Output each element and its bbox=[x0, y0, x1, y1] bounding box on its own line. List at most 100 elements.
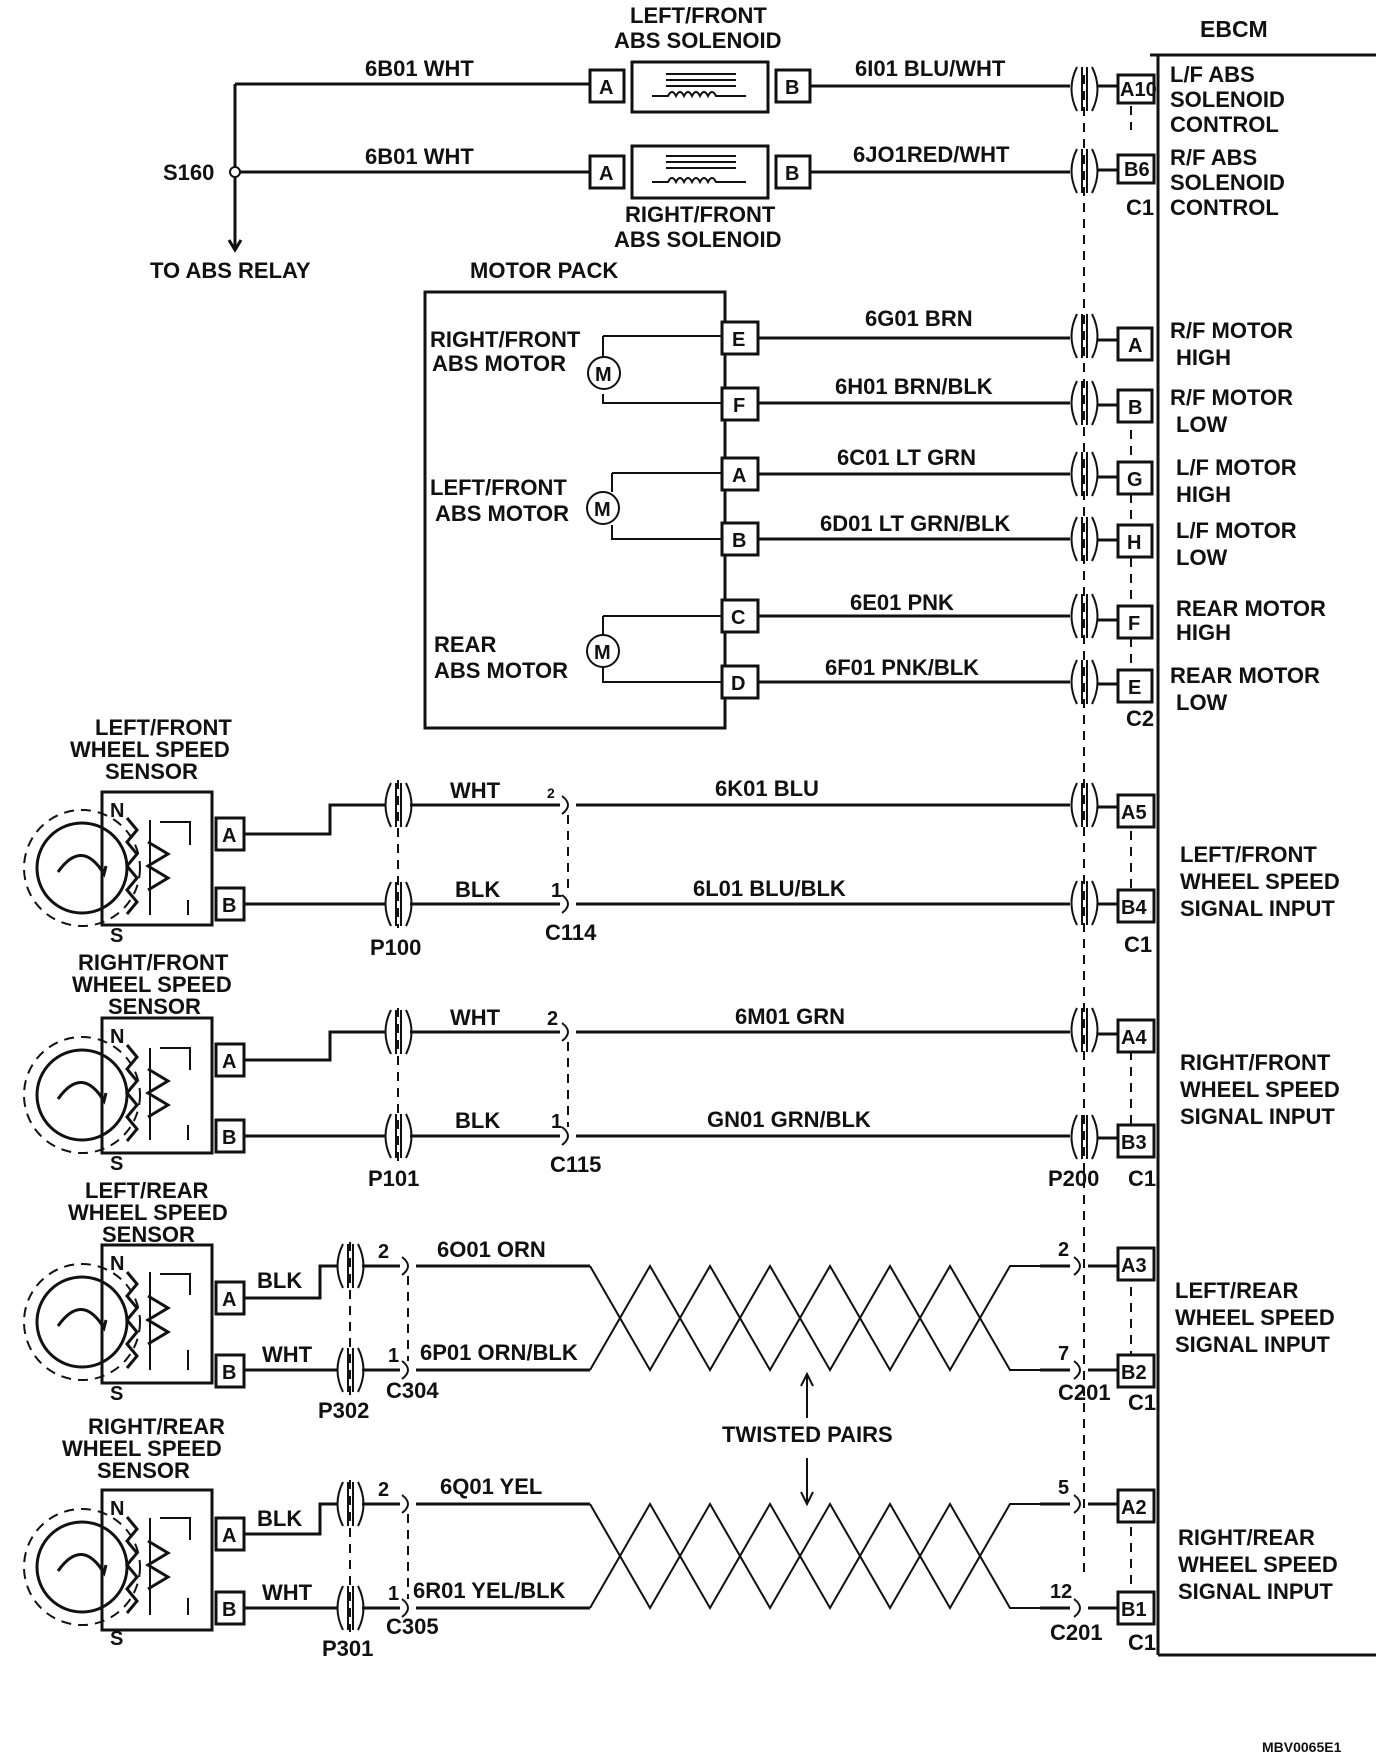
p302-label: P302 bbox=[318, 1398, 369, 1423]
lf-motor-label-l2: ABS MOTOR bbox=[435, 501, 569, 526]
pin-h: H bbox=[1127, 532, 1141, 554]
wire-lr-b-local: WHT bbox=[262, 1342, 313, 1367]
mp-pin-d: D bbox=[731, 673, 745, 695]
rear-motor-symbol bbox=[586, 634, 620, 668]
pin-b3: B3 bbox=[1121, 1132, 1147, 1154]
pin-a2: A2 bbox=[1121, 1497, 1147, 1519]
rr-twisted-pair-b bbox=[589, 1501, 1040, 1611]
rear-low-l1: REAR MOTOR bbox=[1170, 663, 1320, 688]
rf-motor-label-l2: ABS MOTOR bbox=[432, 351, 566, 376]
wire-rf-a-local: WHT bbox=[450, 1005, 501, 1030]
rf-sol-pin-a: A bbox=[599, 163, 613, 185]
rear-motor-label-l2: ABS MOTOR bbox=[434, 658, 568, 683]
wire-rr-b-local: WHT bbox=[262, 1580, 313, 1605]
wire-lf-a: 6K01 BLU bbox=[715, 776, 819, 801]
lf-sensor-pin-b: B bbox=[222, 895, 236, 917]
wire-lr-a-local: BLK bbox=[257, 1268, 302, 1293]
rf-sensor-pin-b: B bbox=[222, 1127, 236, 1149]
rear-high-l2: HIGH bbox=[1176, 620, 1231, 645]
pin-b2: B2 bbox=[1121, 1362, 1147, 1384]
pin-a: A bbox=[1128, 335, 1142, 357]
rr-north: N bbox=[110, 1498, 124, 1520]
rf-motor-symbol bbox=[587, 356, 621, 390]
lr-twisted-pair-b bbox=[589, 1263, 1040, 1373]
twisted-pairs-label: TWISTED PAIRS bbox=[722, 1422, 893, 1447]
c304-label: C304 bbox=[386, 1378, 439, 1403]
rr-sensor-title-l1: RIGHT/REAR bbox=[88, 1414, 225, 1439]
p100-label: P100 bbox=[370, 935, 421, 960]
ebcm-c1-lr: C1 bbox=[1128, 1390, 1156, 1415]
pin-e: E bbox=[1128, 677, 1141, 699]
lr-wss-l3: SIGNAL INPUT bbox=[1175, 1332, 1330, 1357]
ebcm-c1-rr: C1 bbox=[1128, 1630, 1156, 1655]
c305-label: C305 bbox=[386, 1614, 439, 1639]
rf-motor-m: M bbox=[595, 364, 612, 386]
lf-motor-m: M bbox=[594, 499, 611, 521]
lr-sensor-pin-b: B bbox=[222, 1362, 236, 1384]
ebcm-c1-top: C1 bbox=[1126, 195, 1154, 220]
wire-sol-lf-b: 6I01 BLU/WHT bbox=[855, 56, 1006, 81]
lf-solenoid-title-l2: ABS SOLENOID bbox=[614, 28, 781, 53]
rf-sol-label-l1: R/F ABS bbox=[1170, 145, 1257, 170]
rr-south: S bbox=[110, 1628, 123, 1650]
p101-label: P101 bbox=[368, 1166, 419, 1191]
wire-mp-a: 6C01 LT GRN bbox=[837, 445, 976, 470]
rr-wss-l1: RIGHT/REAR bbox=[1178, 1525, 1315, 1550]
lf-motor-symbol bbox=[586, 491, 620, 525]
wire-rr-b: 6R01 YEL/BLK bbox=[413, 1578, 566, 1603]
wire-rf-b: GN01 GRN/BLK bbox=[707, 1107, 871, 1132]
lr-sensor-title-l2: WHEEL SPEED bbox=[68, 1200, 228, 1225]
ebcm-c2: C2 bbox=[1126, 706, 1154, 731]
lf-high-l2: HIGH bbox=[1176, 482, 1231, 507]
lr-c1-num: 1 bbox=[388, 1345, 399, 1367]
rf-wss-l1: RIGHT/FRONT bbox=[1180, 1050, 1331, 1075]
lf-high-l1: L/F MOTOR bbox=[1176, 455, 1297, 480]
c201-top-label: C201 bbox=[1058, 1380, 1111, 1405]
rf-sol-label-l2: SOLENOID bbox=[1170, 170, 1285, 195]
lr-south: S bbox=[110, 1383, 123, 1405]
lf-sol-label-l2: SOLENOID bbox=[1170, 87, 1285, 112]
rear-low-l2: LOW bbox=[1176, 690, 1228, 715]
rf-low-l1: R/F MOTOR bbox=[1170, 385, 1293, 410]
rear-motor-m: M bbox=[594, 642, 611, 664]
rf-sensor-title-l1: RIGHT/FRONT bbox=[78, 950, 229, 975]
wire-sol-lf-a: 6B01 WHT bbox=[365, 56, 474, 81]
pin-f: F bbox=[1128, 613, 1140, 635]
lf-sol-label-l3: CONTROL bbox=[1170, 112, 1279, 137]
lf-low-l1: L/F MOTOR bbox=[1176, 518, 1297, 543]
p200-connector-column: P200 bbox=[1048, 66, 1099, 1575]
wire-lr-b: 6P01 ORN/BLK bbox=[420, 1340, 578, 1365]
lf-sensor-title-l2: WHEEL SPEED bbox=[70, 737, 230, 762]
lr-wss-l2: WHEEL SPEED bbox=[1175, 1305, 1335, 1330]
mp-pin-b: B bbox=[732, 530, 746, 552]
rf-sensor-pin-a: A bbox=[222, 1051, 236, 1073]
rr-sensor-title-l2: WHEEL SPEED bbox=[62, 1436, 222, 1461]
rf-north: N bbox=[110, 1026, 124, 1048]
rf-wss-l3: SIGNAL INPUT bbox=[1180, 1104, 1335, 1129]
twisted-pairs-callout: TWISTED PAIRS bbox=[722, 1371, 893, 1507]
rr-c2-num: 2 bbox=[378, 1479, 389, 1501]
rr-sensor-pin-b: B bbox=[222, 1599, 236, 1621]
lf-wss-l3: SIGNAL INPUT bbox=[1180, 896, 1335, 921]
lf-low-l2: LOW bbox=[1176, 545, 1228, 570]
wire-mp-e: 6G01 BRN bbox=[865, 306, 973, 331]
wire-lf-b: 6L01 BLU/BLK bbox=[693, 876, 846, 901]
wire-lf-b-local: BLK bbox=[455, 877, 500, 902]
mp-pin-f: F bbox=[733, 395, 745, 417]
lf-wss-l2: WHEEL SPEED bbox=[1180, 869, 1340, 894]
pin-b: B bbox=[1128, 397, 1142, 419]
lf-sensor-title-l1: LEFT/FRONT bbox=[95, 715, 232, 740]
wire-lr-a: 6O01 ORN bbox=[437, 1237, 546, 1262]
p200-label: P200 bbox=[1048, 1166, 1099, 1191]
